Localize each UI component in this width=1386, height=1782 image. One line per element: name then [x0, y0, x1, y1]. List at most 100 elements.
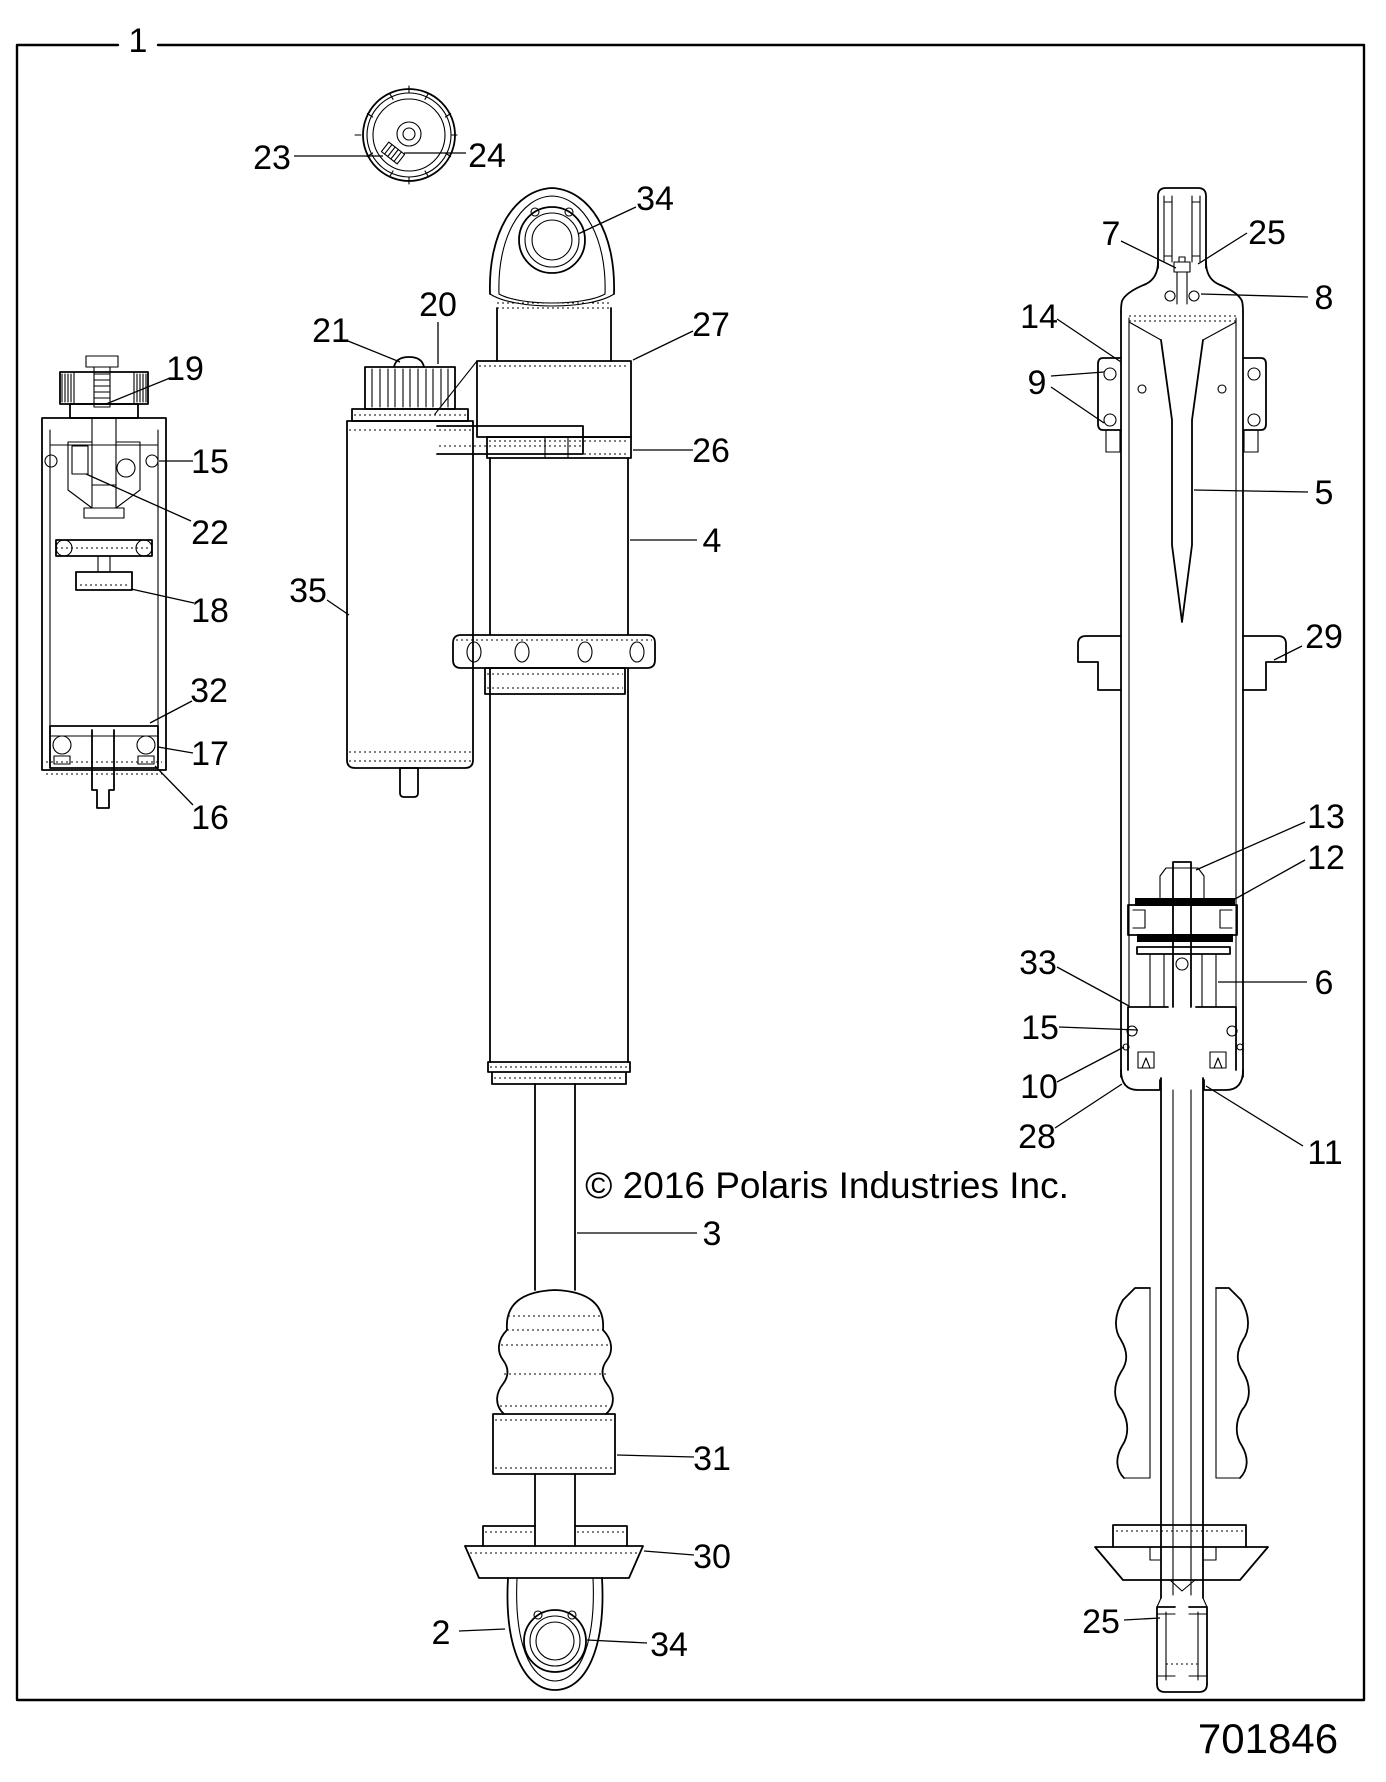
xs-seal-lip [1120, 1069, 1244, 1091]
leader-17 [157, 746, 194, 754]
xs-bushing-walls [1156, 1611, 1208, 1681]
leader-25-top [1197, 232, 1248, 265]
bottom-stem [91, 729, 115, 809]
callout-labels: 1 19 15 22 18 32 17 16 23 24 34 20 21 27… [129, 22, 1345, 1664]
piston-cup [75, 571, 133, 591]
leader-29 [1273, 645, 1303, 661]
xs-clamp-right [1242, 357, 1267, 431]
cap-body [59, 371, 149, 405]
copyright-text: © 2016 Polaris Industries Inc. [585, 1165, 1069, 1206]
top-eyelet-strap [489, 293, 615, 307]
leader-2 [458, 1628, 506, 1632]
callout-20: 20 [419, 286, 457, 324]
xs-oring-15 [1126, 1025, 1138, 1037]
callout-4: 4 [703, 522, 722, 560]
flange-hole-3 [577, 641, 593, 663]
bottom-eyelet-outer [506, 1577, 604, 1691]
valve-wings [67, 441, 141, 509]
xs-lower-seat [1094, 1546, 1269, 1581]
leader-22 [85, 473, 192, 522]
callout-25-bottom: 25 [1082, 1603, 1120, 1641]
bumper-lobes [496, 1329, 614, 1415]
leader-19 [105, 377, 171, 405]
end-cap-outer2 [366, 92, 452, 178]
preload-collar-dash [487, 673, 623, 689]
seal-oring-right [136, 735, 156, 755]
callout-29: 29 [1305, 618, 1343, 656]
shock-shaft [534, 1083, 576, 1291]
callout-14: 14 [1020, 298, 1058, 336]
callout-3: 3 [703, 1215, 722, 1253]
leader-34-top [577, 206, 637, 235]
callout-1: 1 [129, 22, 148, 60]
callout-32: 32 [190, 672, 228, 710]
leader-14 [1056, 318, 1122, 363]
snap-ring-dash [46, 761, 162, 775]
leader-35 [326, 599, 350, 616]
xs-piston-band-bottom [1137, 934, 1233, 942]
callout-33: 33 [1019, 944, 1057, 982]
xs-clamp-bolt-l2 [1103, 413, 1117, 427]
xs-top-bushing [1157, 187, 1207, 269]
screw-head [85, 355, 119, 368]
xs-needle [1160, 339, 1204, 623]
leader-13 [1195, 821, 1306, 871]
xs-oring-15b [1226, 1025, 1238, 1037]
callout-16: 16 [191, 799, 229, 837]
top-bearing-bore [531, 219, 573, 261]
end-cap-hole-outer [396, 121, 422, 147]
xs-seals [1137, 1051, 1227, 1069]
neck-walls [496, 307, 612, 362]
end-cap-outer [362, 88, 456, 182]
xs-top-bushing-walls [1163, 195, 1201, 263]
xs-bushing-bottom [1156, 1683, 1208, 1693]
end-cap-inner [372, 98, 446, 172]
callout-19: 19 [166, 350, 204, 388]
xs-seal-head [1127, 1006, 1237, 1071]
leader-16 [154, 765, 194, 806]
leader-27 [632, 330, 694, 361]
callout-5: 5 [1315, 474, 1334, 512]
flange-hole-4 [629, 641, 645, 663]
xs-shoulders [1120, 261, 1244, 313]
callout-25-top: 25 [1248, 214, 1286, 252]
leader-33 [1056, 966, 1130, 1007]
leader-11 [1205, 1085, 1304, 1147]
xs-piston-detail [1132, 909, 1233, 929]
xs-inner-walls [1128, 317, 1237, 1008]
assembly-border [15, 43, 1366, 1702]
top-bearing-outer [518, 206, 586, 274]
leader-34-bottom [586, 1639, 648, 1644]
xs-bumper-bore [1123, 1287, 1241, 1479]
bottom-eyelet-inner [516, 1577, 594, 1682]
xs-port-right [1217, 384, 1227, 394]
callout-26: 26 [692, 432, 730, 470]
xs-seat-detail [1149, 1546, 1217, 1592]
part-number: 701846 [1198, 1715, 1338, 1762]
reservoir-body [346, 420, 474, 769]
body-tube [489, 457, 629, 1063]
main-shock-view [346, 85, 656, 1691]
callout-28: 28 [1018, 1118, 1056, 1156]
xs-clamp-tab-r [1243, 429, 1259, 453]
leader-25-bottom [1123, 1617, 1161, 1621]
shaft-lower [534, 1473, 576, 1527]
preload-flange [452, 634, 656, 669]
bumper-cyl-dash [495, 1419, 613, 1469]
xs-bushing-outer [1156, 1606, 1208, 1685]
preload-collar [484, 667, 626, 695]
callout-17: 17 [191, 735, 229, 773]
xs-shaft-outer [1160, 1077, 1204, 1599]
callout-22: 22 [191, 514, 229, 552]
oring-15-right [145, 454, 159, 468]
leader-7 [1120, 240, 1177, 269]
callout-34-bottom: 34 [650, 1626, 688, 1664]
xs-rod-hole [1175, 957, 1189, 971]
cap-knurl [61, 371, 147, 405]
xs-rebound-sleeves [1149, 953, 1217, 1008]
valve-base [83, 507, 125, 519]
leader-32 [149, 700, 193, 724]
callout-21: 21 [312, 312, 350, 350]
